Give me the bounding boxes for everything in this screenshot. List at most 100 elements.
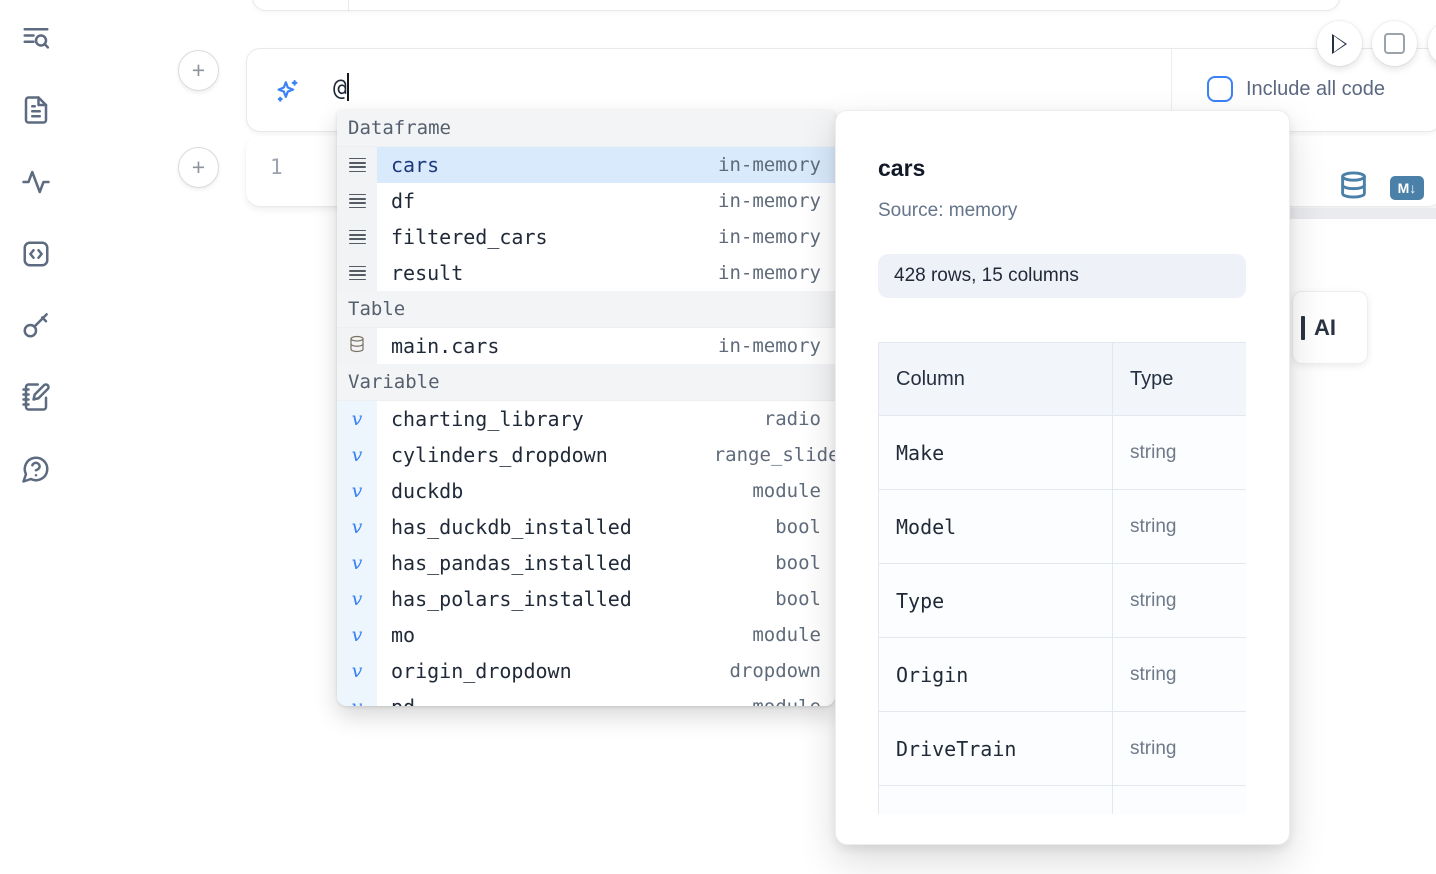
- autocomplete-dropdown: Dataframe cars in-memory df in-memory fi…: [337, 110, 835, 706]
- autocomplete-item-has-polars-installed[interactable]: v has_polars_installed bool: [337, 581, 835, 617]
- item-type: module: [752, 480, 821, 502]
- text-cursor: [347, 73, 349, 101]
- autocomplete-item-df[interactable]: df in-memory: [337, 183, 835, 219]
- preview-title: cars: [878, 155, 1247, 182]
- divider: [348, 0, 349, 12]
- item-type: bool: [775, 516, 821, 538]
- section-header-variable: Variable: [337, 364, 835, 401]
- item-label: charting_library: [391, 407, 584, 431]
- key-icon[interactable]: [20, 309, 52, 341]
- item-label: filtered_cars: [391, 225, 548, 249]
- ai-prompt-input[interactable]: @: [333, 75, 349, 103]
- column-name: Type: [879, 564, 1113, 638]
- rows-icon: [349, 266, 366, 281]
- item-type: bool: [775, 588, 821, 610]
- variable-icon: v: [352, 588, 363, 610]
- table-row-clipped: [879, 786, 1247, 815]
- item-label: has_polars_installed: [391, 587, 632, 611]
- item-label: main.cars: [391, 334, 499, 358]
- item-label: result: [391, 261, 463, 285]
- autocomplete-item-filtered-cars[interactable]: filtered_cars in-memory: [337, 219, 835, 255]
- autocomplete-item-duckdb[interactable]: v duckdb module: [337, 473, 835, 509]
- rows-icon: [349, 158, 366, 173]
- item-type: range_slider: [714, 444, 835, 466]
- item-type: radio: [764, 408, 821, 430]
- table-row: Origin string: [879, 638, 1247, 712]
- preview-schema-table: Column Type Make string Model string Typ…: [878, 342, 1246, 814]
- item-label: mo: [391, 623, 415, 647]
- column-type: string: [1113, 638, 1247, 712]
- file-document-icon[interactable]: [20, 94, 52, 126]
- item-type: module: [752, 696, 821, 706]
- item-type: in-memory: [718, 335, 821, 357]
- autocomplete-item-has-duckdb-installed[interactable]: v has_duckdb_installed bool: [337, 509, 835, 545]
- item-type: in-memory: [718, 226, 821, 248]
- include-all-code-checkbox[interactable]: [1207, 76, 1233, 102]
- item-label: df: [391, 189, 415, 213]
- column-name: Model: [879, 490, 1113, 564]
- previous-panel-bottom-edge: [252, 0, 1340, 11]
- item-label: pd: [391, 695, 415, 706]
- autocomplete-item-result[interactable]: result in-memory: [337, 255, 835, 291]
- stop-icon: [1384, 33, 1405, 54]
- item-label: has_pandas_installed: [391, 551, 632, 575]
- item-label: duckdb: [391, 479, 463, 503]
- autocomplete-item-has-pandas-installed[interactable]: v has_pandas_installed bool: [337, 545, 835, 581]
- ai-assist-button[interactable]: AI: [1292, 291, 1368, 364]
- item-label: has_duckdb_installed: [391, 515, 632, 539]
- column-type: string: [1113, 564, 1247, 638]
- column-header: Column: [879, 343, 1113, 416]
- column-name: Make: [879, 416, 1113, 490]
- include-all-code-label[interactable]: Include all code: [1246, 78, 1385, 101]
- play-icon: [1332, 34, 1347, 54]
- column-name: DriveTrain: [879, 712, 1113, 786]
- variable-icon: v: [352, 696, 363, 706]
- item-label: cars: [391, 153, 439, 177]
- ai-button-label: AI: [1314, 315, 1336, 341]
- column-name: Origin: [879, 638, 1113, 712]
- section-header-dataframe: Dataframe: [337, 110, 835, 147]
- dataframe-preview-popover: cars Source: memory 428 rows, 15 columns…: [835, 110, 1290, 845]
- activity-icon[interactable]: [20, 166, 52, 198]
- autocomplete-item-charting-library[interactable]: v charting_library radio: [337, 401, 835, 437]
- item-type: in-memory: [718, 154, 821, 176]
- variable-icon: v: [352, 552, 363, 574]
- table-row: DriveTrain string: [879, 712, 1247, 786]
- add-cell-button-top[interactable]: +: [178, 50, 219, 91]
- autocomplete-item-origin-dropdown[interactable]: v origin_dropdown dropdown: [337, 653, 835, 689]
- item-label: cylinders_dropdown: [391, 443, 608, 467]
- database-icon: [348, 335, 366, 357]
- item-type: bool: [775, 552, 821, 574]
- help-chat-icon[interactable]: [20, 453, 52, 485]
- sql-database-icon[interactable]: [1339, 170, 1368, 205]
- column-type: string: [1113, 416, 1247, 490]
- notebook-pen-icon[interactable]: [20, 381, 52, 413]
- variable-icon: v: [352, 408, 363, 430]
- autocomplete-item-cars[interactable]: cars in-memory: [337, 147, 835, 183]
- column-type: string: [1113, 712, 1247, 786]
- item-label: origin_dropdown: [391, 659, 572, 683]
- text-search-icon[interactable]: [20, 22, 52, 54]
- rows-icon: [349, 194, 366, 209]
- autocomplete-item-main-cars[interactable]: main.cars in-memory: [337, 328, 835, 364]
- item-type: dropdown: [729, 660, 821, 682]
- column-type: string: [1113, 490, 1247, 564]
- prompt-value: @: [333, 76, 347, 102]
- rows-icon: [349, 230, 366, 245]
- sparkles-icon: [273, 77, 301, 105]
- variable-icon: v: [352, 624, 363, 646]
- variable-icon: v: [352, 480, 363, 502]
- left-sidebar: [0, 0, 72, 874]
- line-number: 1: [270, 155, 283, 179]
- stop-button[interactable]: [1372, 21, 1417, 66]
- item-type: module: [752, 624, 821, 646]
- autocomplete-item-cylinders-dropdown[interactable]: v cylinders_dropdown range_slider: [337, 437, 835, 473]
- autocomplete-item-mo[interactable]: v mo module: [337, 617, 835, 653]
- add-cell-button-bottom[interactable]: +: [178, 147, 219, 188]
- preview-shape-badge: 428 rows, 15 columns: [878, 254, 1246, 298]
- markdown-icon[interactable]: M↓: [1390, 176, 1424, 200]
- autocomplete-item-pd[interactable]: v pd module: [337, 689, 835, 706]
- code-square-icon[interactable]: [20, 238, 52, 270]
- run-button[interactable]: [1317, 21, 1362, 66]
